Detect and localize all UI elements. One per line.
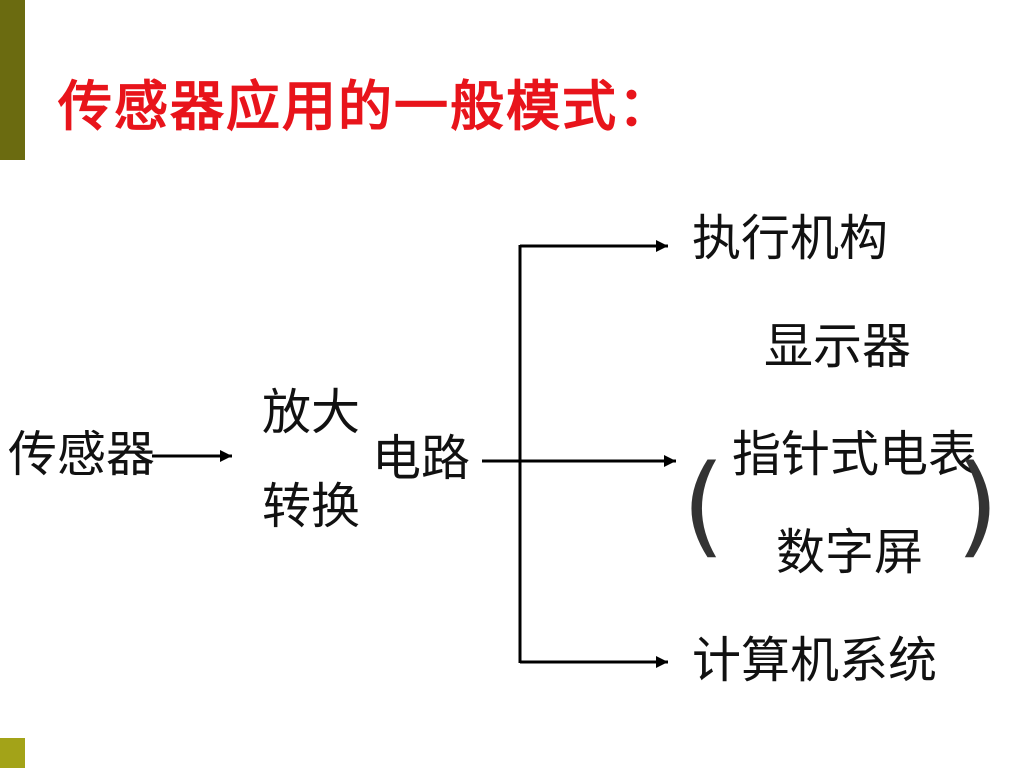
circuit-label: 电路 [372, 430, 471, 487]
accent-bar-top [0, 0, 25, 160]
sensor-label: 传感器 [8, 426, 156, 483]
digital-screen-label: 数字屏 [776, 524, 924, 581]
amplify-label: 放大 [262, 384, 361, 441]
actuator-label: 执行机构 [692, 210, 889, 267]
convert-label: 转换 [262, 478, 361, 535]
accent-bar-bottom [0, 738, 25, 768]
close-parenthesis: ) [956, 441, 999, 569]
open-parenthesis: ( [682, 441, 725, 569]
slide-title: 传感器应用的一般模式： [58, 74, 674, 138]
display-label: 显示器 [764, 318, 912, 375]
computer-system-label: 计算机系统 [692, 632, 938, 689]
meter-label: 指针式电表 [732, 426, 978, 483]
